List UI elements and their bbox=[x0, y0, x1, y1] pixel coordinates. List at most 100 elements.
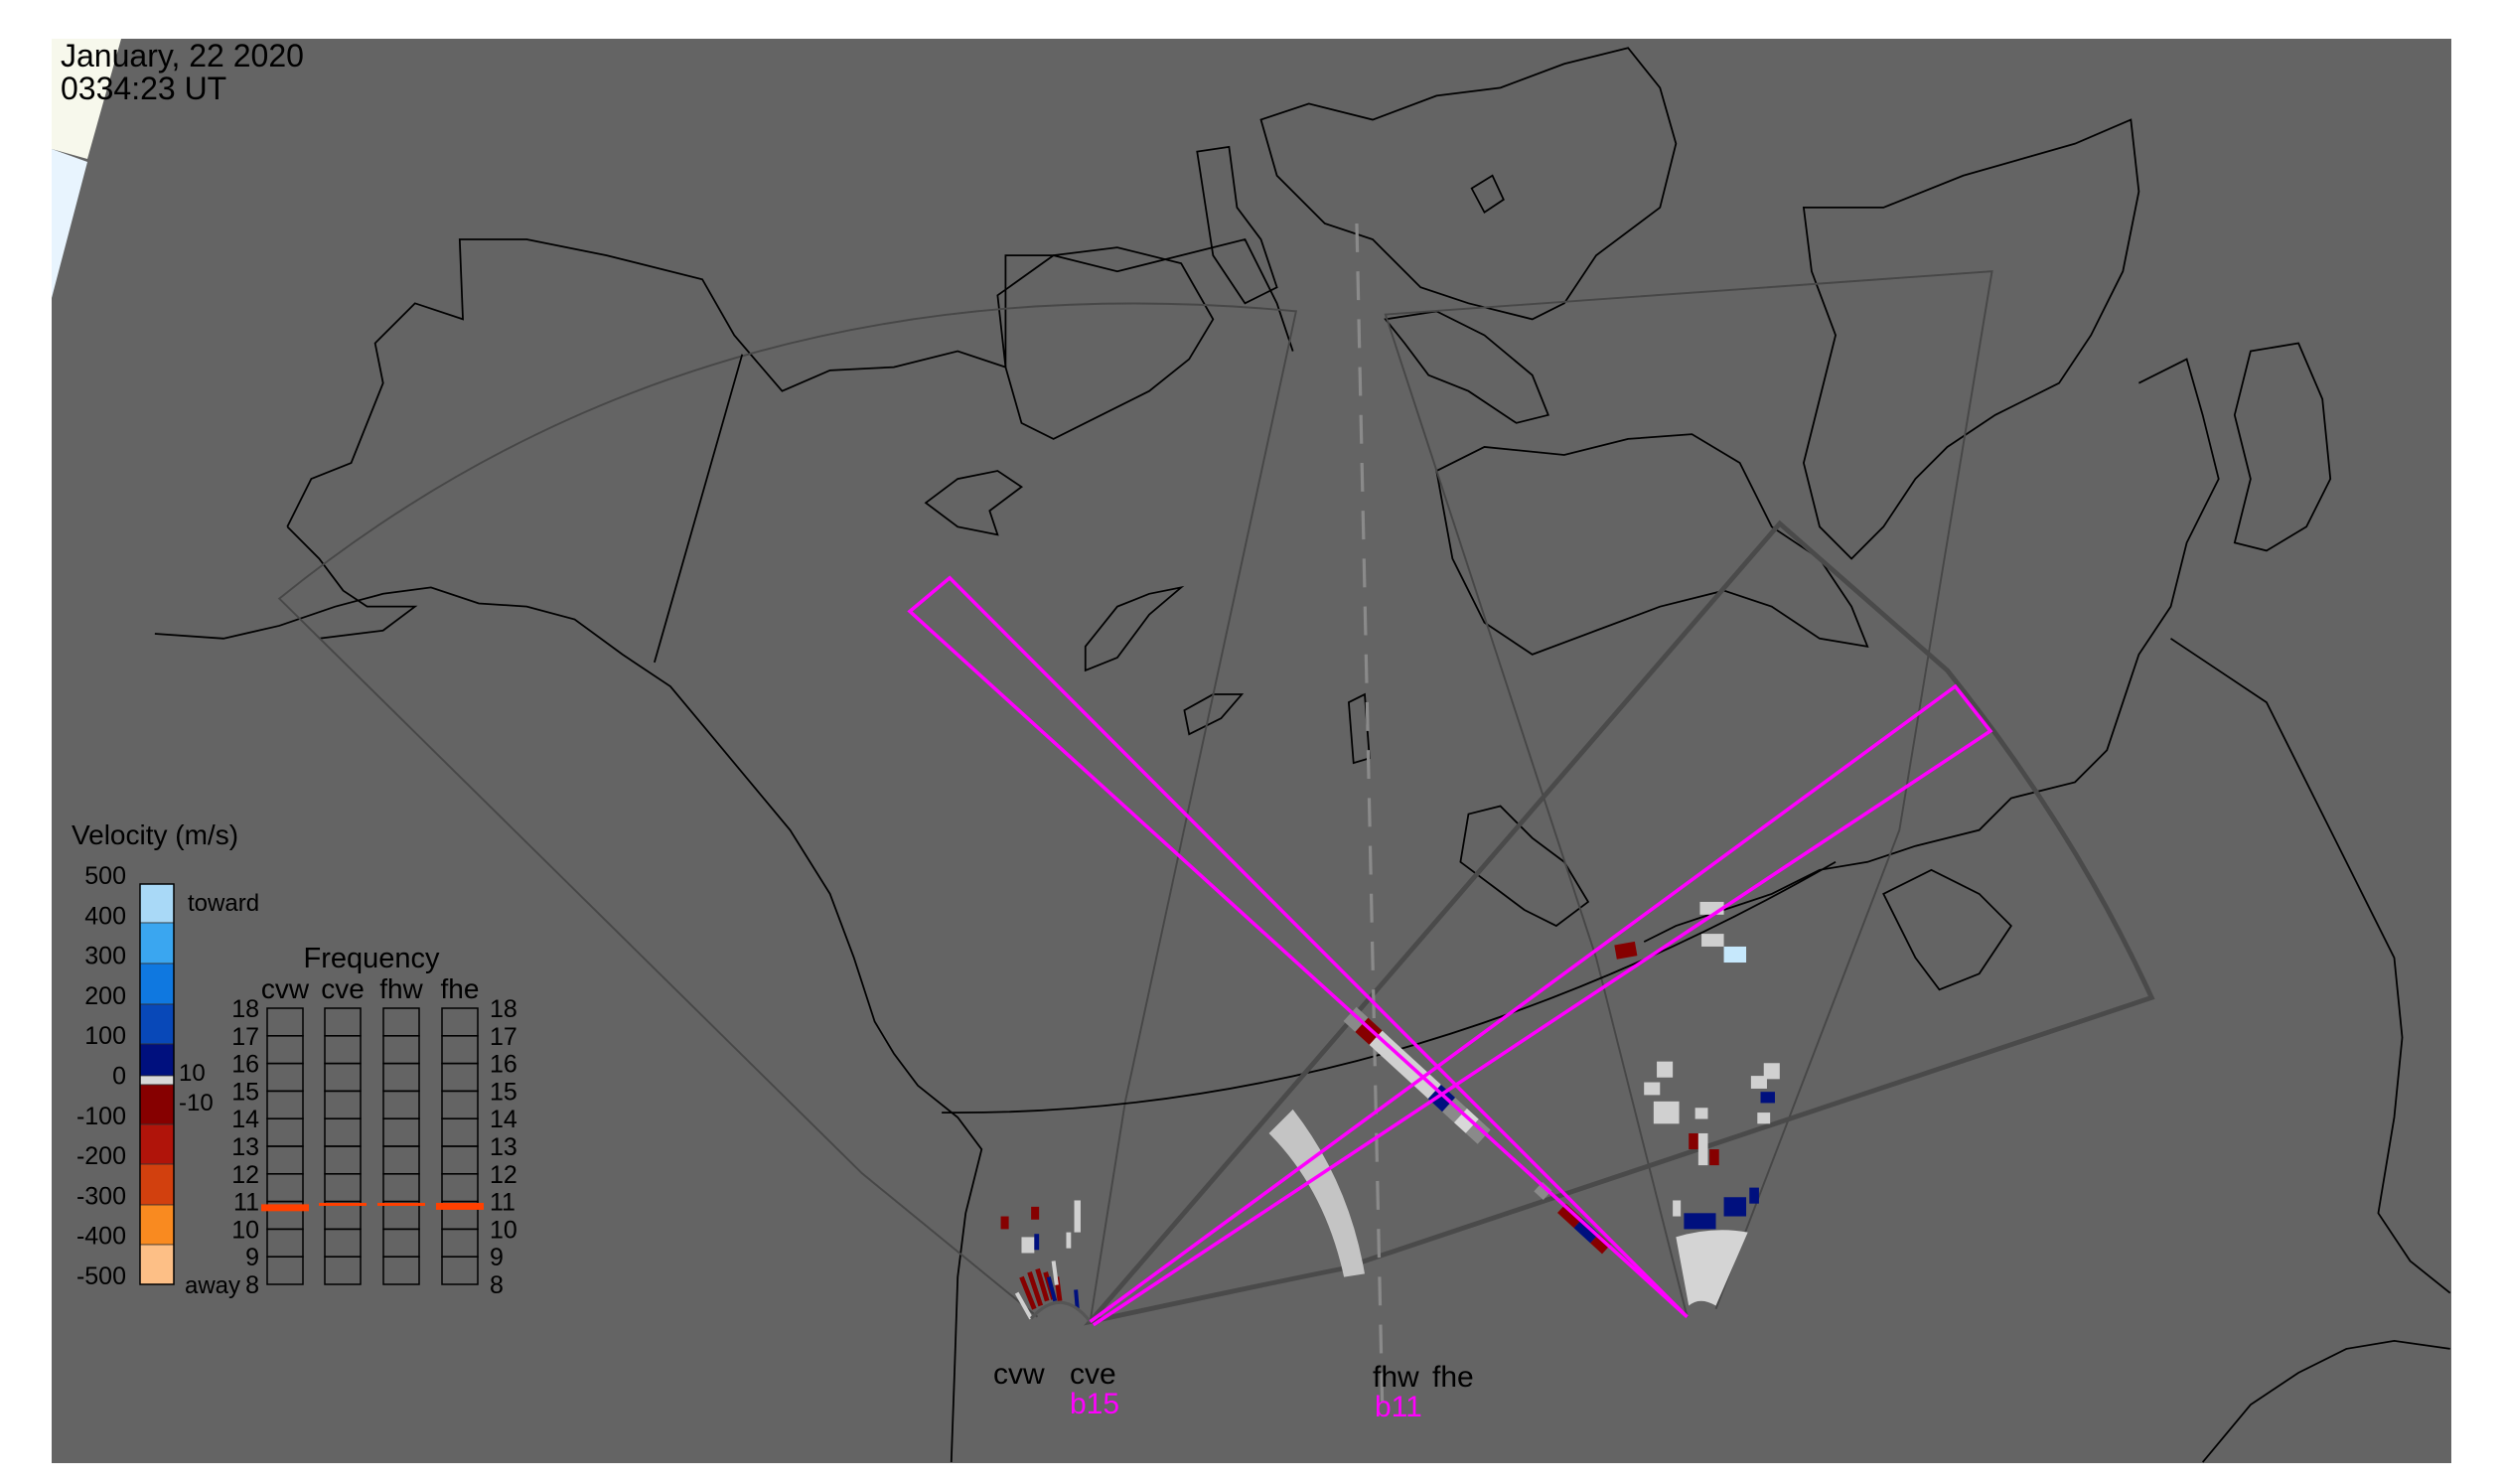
frequency-bar bbox=[261, 1204, 309, 1212]
date-label: January, 22 2020 bbox=[61, 38, 304, 74]
cell bbox=[1657, 1061, 1674, 1078]
frequency-bar bbox=[319, 1202, 367, 1206]
colorbar-frame bbox=[139, 883, 175, 1285]
cell bbox=[1046, 1276, 1080, 1309]
frequency-tick-left: 18 bbox=[231, 995, 259, 1023]
cell bbox=[1697, 1132, 1708, 1166]
cell bbox=[1000, 1216, 1009, 1230]
cell bbox=[1534, 1181, 1552, 1201]
cell bbox=[1723, 946, 1747, 964]
cell bbox=[1749, 1187, 1759, 1204]
cell bbox=[1021, 1237, 1035, 1254]
cell bbox=[1590, 1233, 1611, 1255]
fields-of-view bbox=[277, 223, 2155, 1406]
map-background bbox=[52, 39, 2451, 1463]
twilight-region bbox=[52, 149, 87, 298]
colorbar-segment bbox=[139, 1084, 175, 1125]
toward-label: toward bbox=[188, 890, 259, 917]
cell bbox=[1556, 1203, 1583, 1229]
daylight-region bbox=[52, 39, 121, 159]
beam-b11-outline bbox=[907, 575, 1689, 1319]
cell bbox=[1343, 1006, 1369, 1032]
fov-fhw bbox=[1384, 270, 1993, 1318]
velocity-legend-title: Velocity (m/s) bbox=[72, 819, 238, 850]
frequency-cell bbox=[266, 1007, 304, 1037]
velocity-tick-label: 500 bbox=[84, 862, 126, 890]
velocity-tick-label: -200 bbox=[76, 1142, 126, 1170]
colorbar-segment bbox=[139, 1043, 175, 1077]
fov-cve-thick bbox=[1084, 519, 2155, 1326]
cell bbox=[1644, 1082, 1661, 1096]
cell bbox=[1014, 1261, 1059, 1320]
frequency-column-label: cvw bbox=[261, 973, 310, 1004]
ground-scatter-fan-fhw bbox=[1676, 1230, 1748, 1306]
colorbar-segment bbox=[139, 1123, 175, 1165]
frequency-tick-left: 12 bbox=[231, 1161, 259, 1189]
frequency-tick-right: 17 bbox=[490, 1023, 517, 1051]
colorbar-segment bbox=[139, 883, 175, 924]
fov-cvw bbox=[277, 302, 1298, 1322]
velocity-tick-label: 100 bbox=[84, 1022, 126, 1050]
cell bbox=[1031, 1206, 1040, 1220]
frequency-cell bbox=[324, 1007, 362, 1037]
velocity-tick-label: -100 bbox=[76, 1103, 126, 1130]
time-label: 0334:23 UT bbox=[61, 71, 226, 106]
beam-label-b15: b15 bbox=[1070, 1388, 1119, 1420]
frequency-tick-left: 11 bbox=[233, 1189, 259, 1217]
frequency-tick-right: 12 bbox=[490, 1161, 517, 1189]
velocity-tick-label: 200 bbox=[84, 982, 126, 1010]
colorbar-segment bbox=[139, 1075, 175, 1086]
frequency-tick-right: 14 bbox=[490, 1106, 517, 1133]
frequency-tick-left: 10 bbox=[231, 1216, 259, 1244]
velocity-legend: Velocity (m/s) 5004003002001000-100-200-… bbox=[72, 819, 259, 1299]
cell bbox=[1689, 1132, 1698, 1150]
frequency-bar bbox=[436, 1202, 484, 1210]
frequency-tick-right: 9 bbox=[490, 1244, 504, 1271]
velocity-tick-label: -300 bbox=[76, 1182, 126, 1210]
cell bbox=[1453, 1108, 1479, 1133]
radar-label-cvw: cvw bbox=[993, 1358, 1045, 1391]
cell bbox=[1723, 1197, 1747, 1217]
cell bbox=[1760, 1092, 1775, 1104]
frequency-tick-right: 10 bbox=[490, 1216, 517, 1244]
velocity-tick-label: -400 bbox=[76, 1223, 126, 1251]
radar-label-fhe: fhe bbox=[1432, 1361, 1474, 1394]
radar-site-arc bbox=[1029, 1300, 1092, 1323]
frequency-column-label: fhe bbox=[441, 973, 480, 1004]
cell bbox=[1763, 1063, 1780, 1080]
frequency-tick-left: 16 bbox=[231, 1051, 259, 1079]
frequency-bar bbox=[377, 1202, 425, 1206]
frequency-column-label: fhw bbox=[379, 973, 423, 1004]
velocity-tick-label: 400 bbox=[84, 902, 126, 930]
cell bbox=[1694, 1108, 1708, 1119]
cell bbox=[1074, 1200, 1081, 1233]
frequency-tick-right: 13 bbox=[490, 1133, 517, 1161]
cell bbox=[1442, 1097, 1467, 1123]
frequency-tick-left: 13 bbox=[231, 1133, 259, 1161]
frequency-tick-left: 17 bbox=[231, 1023, 259, 1051]
colorbar-segment bbox=[139, 922, 175, 965]
frequency-cell bbox=[441, 1007, 479, 1037]
frequency-tick-left: 9 bbox=[245, 1244, 259, 1271]
scatter-cells bbox=[1000, 901, 1780, 1323]
cell bbox=[1673, 1200, 1682, 1217]
frequency-tick-right: 11 bbox=[490, 1189, 515, 1217]
colorbar-segment bbox=[139, 1163, 175, 1206]
frequency-tick-left: 14 bbox=[231, 1106, 259, 1133]
gs-upper-label: 10 bbox=[179, 1060, 206, 1087]
frequency-tick-right: 15 bbox=[490, 1078, 517, 1106]
meridian-dashed bbox=[1355, 223, 1385, 1406]
frequency-cell bbox=[382, 1007, 420, 1037]
cell bbox=[1757, 1113, 1771, 1124]
velocity-tick-label: -500 bbox=[76, 1262, 126, 1290]
colorbar-segment bbox=[139, 963, 175, 1005]
cell bbox=[1034, 1234, 1040, 1251]
cell bbox=[1355, 1017, 1383, 1045]
frequency-tick-left: 8 bbox=[245, 1271, 259, 1299]
frequency-tick-left: 15 bbox=[231, 1078, 259, 1106]
gs-lower-label: -10 bbox=[179, 1090, 214, 1116]
cell bbox=[1369, 1030, 1441, 1100]
radar-label-cve: cve bbox=[1070, 1358, 1116, 1391]
